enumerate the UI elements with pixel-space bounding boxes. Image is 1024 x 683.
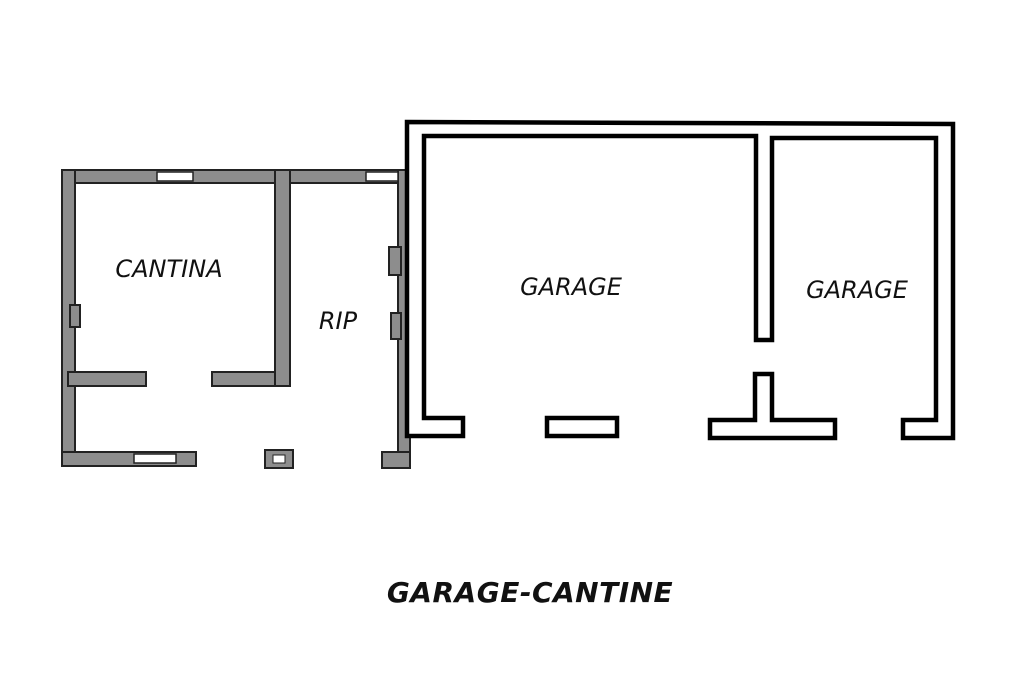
cantina-label: CANTINA <box>115 255 222 283</box>
garage-separator-front <box>707 371 838 441</box>
column-core <box>272 454 286 464</box>
window-rip-top <box>365 171 399 182</box>
rip-label: RIP <box>319 307 358 335</box>
cantina-top-wall <box>61 169 409 184</box>
cantina-left-pier <box>69 304 81 328</box>
garage-right-label: GARAGE <box>806 276 909 304</box>
cantina-rip-walls <box>61 169 411 469</box>
rip-bottom-stub <box>381 451 411 469</box>
garage-walls <box>404 119 956 441</box>
rip-wall-pier-upper <box>388 246 402 276</box>
window-cantina-bottom <box>133 453 177 464</box>
garage-left-label: GARAGE <box>520 273 623 301</box>
cantina-rip-divider <box>274 169 291 387</box>
plan-title: GARAGE-CANTINE <box>386 576 674 609</box>
rip-wall-pier-lower <box>390 312 402 340</box>
cantina-partition-left <box>67 371 147 387</box>
windows <box>133 171 399 464</box>
window-cantina-top <box>156 171 194 182</box>
garage-outer-wall <box>404 119 956 441</box>
garage-front-pier <box>544 415 620 439</box>
